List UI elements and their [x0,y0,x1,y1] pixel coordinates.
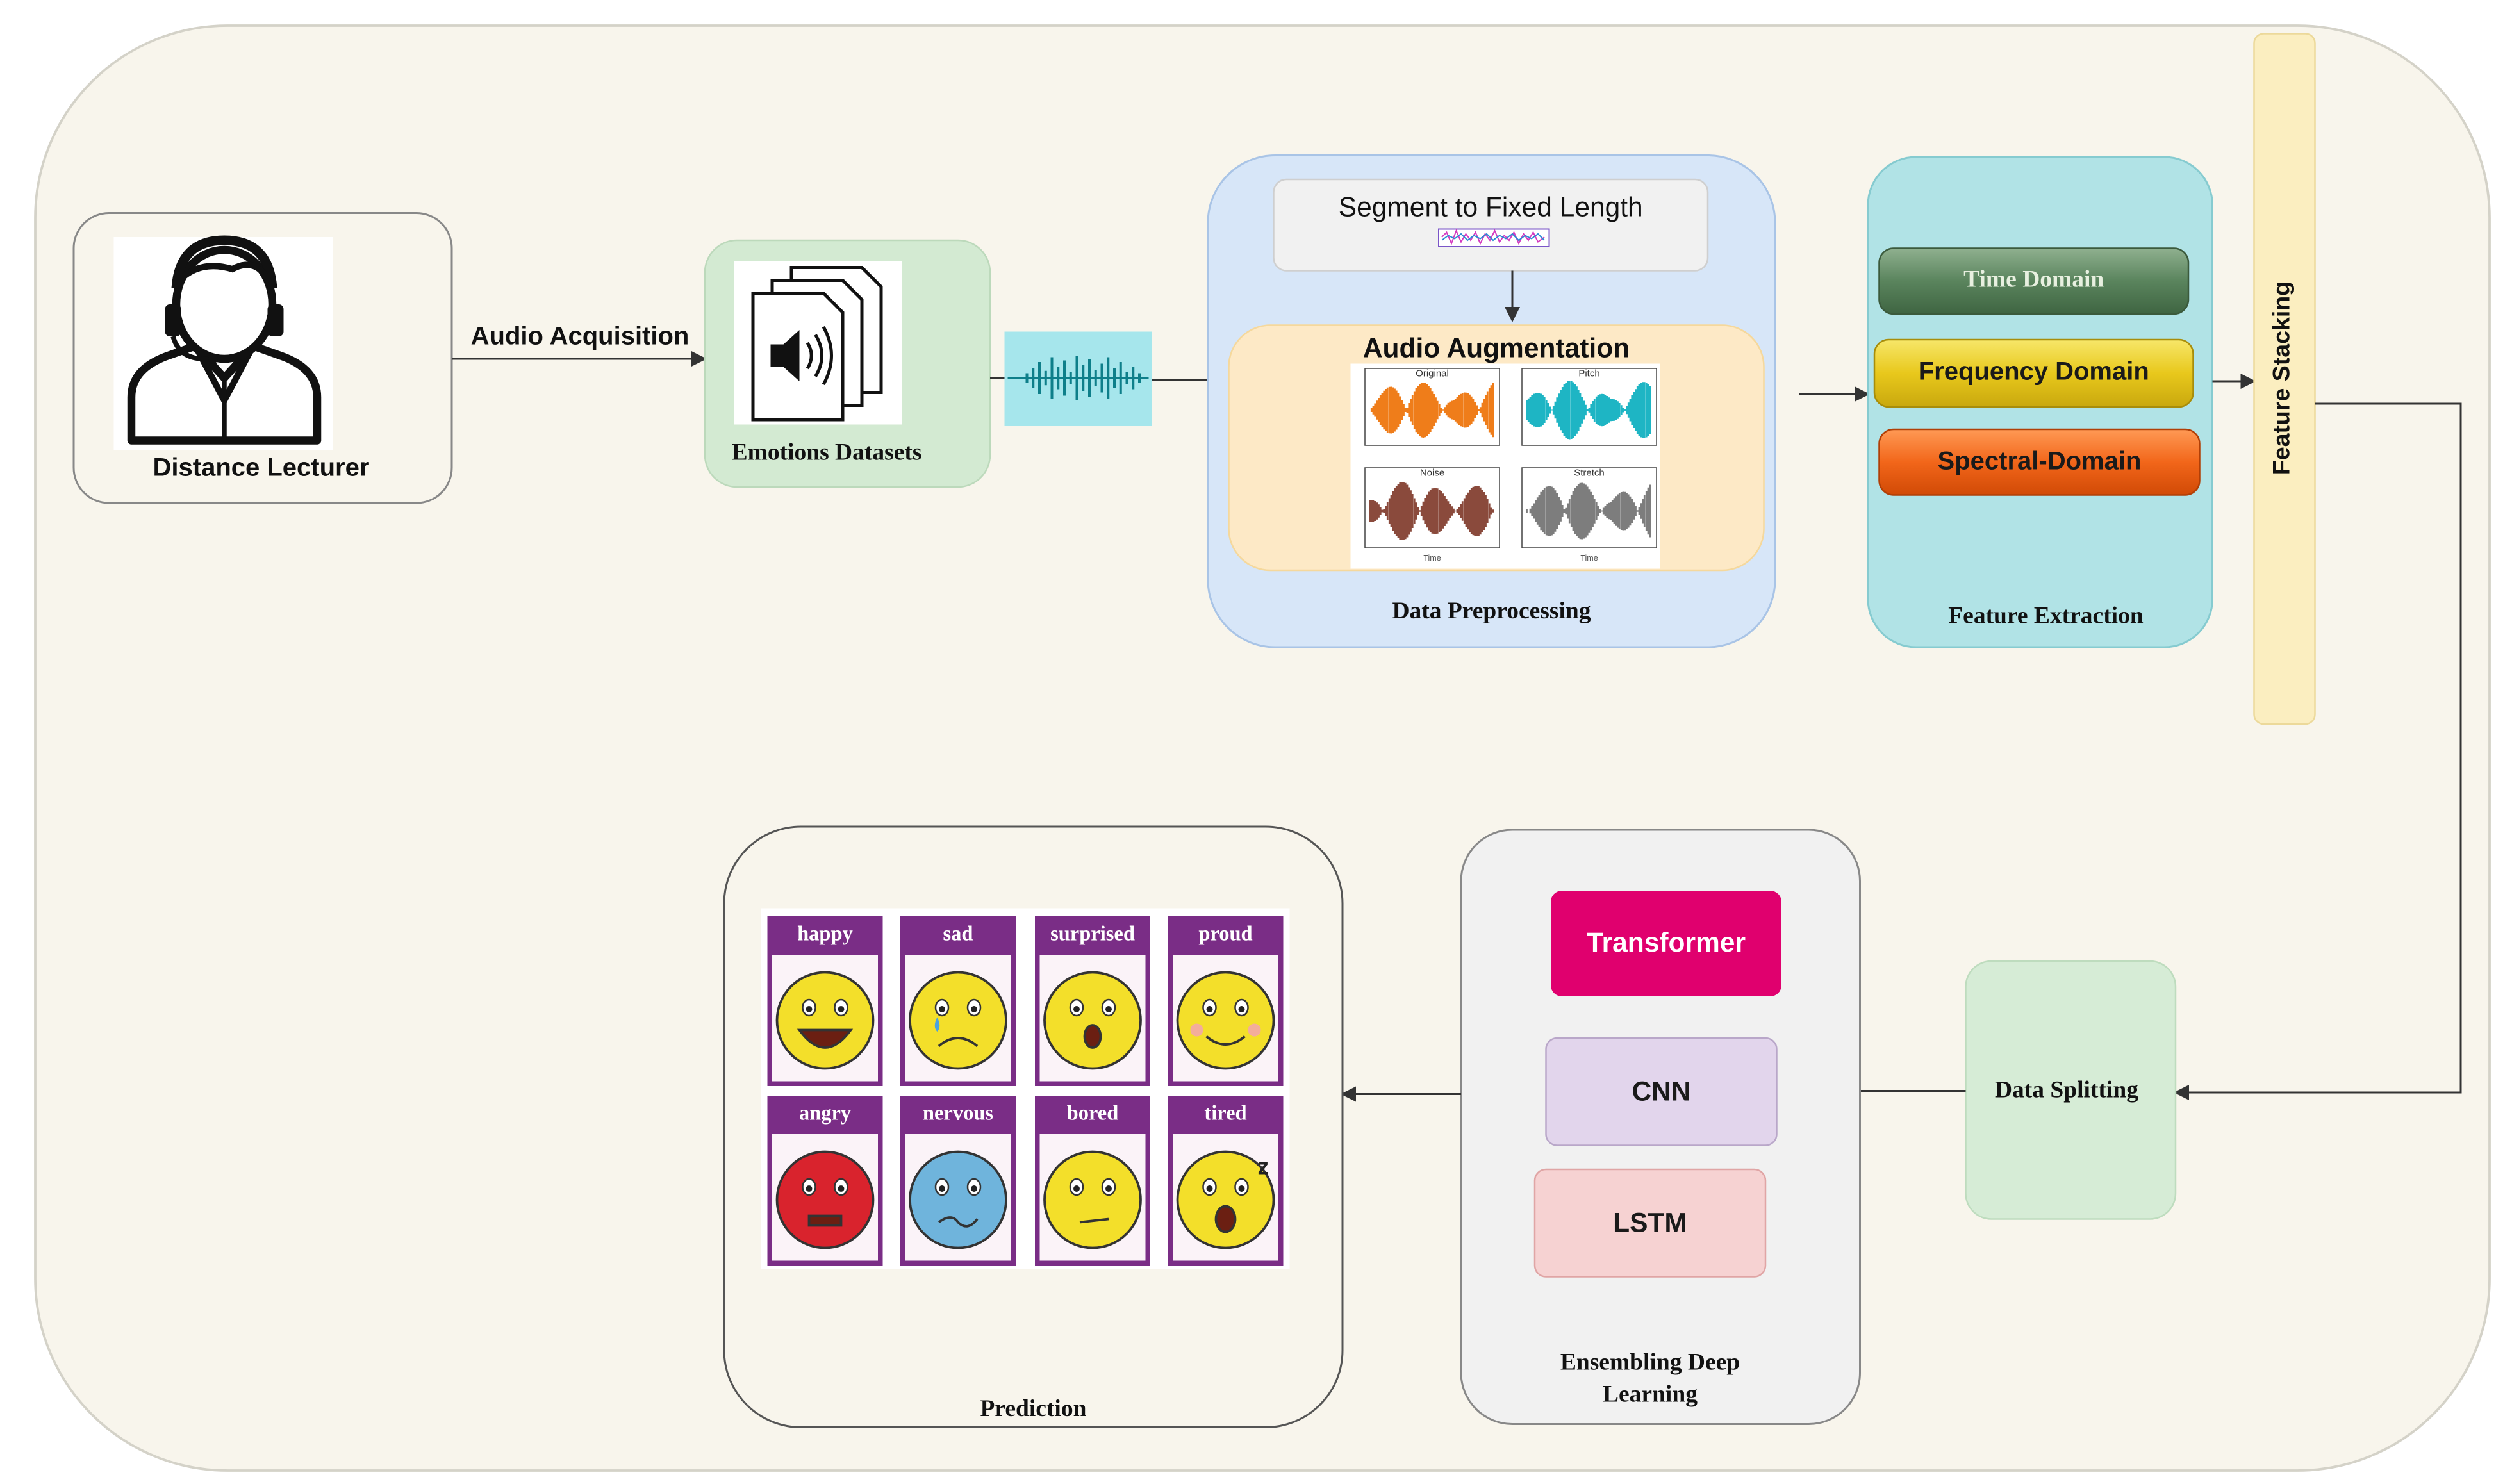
nervous-face-icon [909,1150,1007,1249]
tired-face-icon: z [1176,1150,1275,1249]
emotion-label-proud: proud [1198,921,1253,946]
emotion-card-happy [767,916,883,1086]
emotion-card-sad [900,916,1016,1086]
emotion-card-nervous [900,1096,1016,1266]
cnn-label: CNN [1632,1075,1691,1107]
bored-face-icon [1043,1150,1142,1249]
emotion-card-proud [1168,916,1284,1086]
audio-acquisition-label: Audio Acquisition [470,324,690,351]
dataset-label: Emotions Datasets [731,440,922,466]
surprised-face-icon [1043,971,1142,1070]
lstm-node [1533,1168,1767,1278]
segment-label: Segment to Fixed Length [1338,192,1643,223]
plot-title-noise: Noise [1420,468,1444,479]
prediction-title: Prediction [980,1397,1087,1422]
emotion-label-bored: bored [1066,1100,1119,1125]
happy-face-icon [775,971,875,1070]
ensemble-title-line2: Learning [1603,1382,1698,1408]
augmentation-title: Audio Augmentation [1362,333,1630,364]
emotion-label-nervous: nervous [922,1100,994,1125]
frequency-domain-label: Frequency Domain [1918,359,2149,386]
emotion-card-tired: z [1168,1096,1284,1266]
plot-title-stretch: Stretch [1574,468,1605,479]
feature-stacking-box [2253,33,2316,725]
audio-file-stack-icon [734,261,902,425]
frequency-domain-pill [1873,338,2194,408]
preprocessing-title: Data Preprocessing [1392,599,1591,625]
lecturer-label: Distance Lecturer [153,455,370,482]
transformer-label: Transformer [1586,927,1746,959]
time-domain-pill [1878,247,2190,315]
plot-axis-label: Time [1423,554,1441,563]
ensemble-title-line1: Ensembling Deep [1560,1350,1740,1376]
headset-person-icon [113,235,333,450]
plot-title-pitch: Pitch [1578,368,1599,379]
sound-wave-icon [1004,331,1152,426]
emotion-label-happy: happy [797,921,853,946]
edge-stacking-splitting [2174,402,2462,1100]
spectral-domain-label: Spectral-Domain [1937,447,2142,475]
time-domain-label: Time Domain [1963,267,2104,293]
plot-title-original: Original [1416,368,1449,379]
data-splitting-label: Data Splitting [1994,1078,2138,1104]
angry-face-icon [775,1150,875,1249]
emotion-label-tired: tired [1204,1100,1247,1125]
spectral-domain-pill [1878,428,2201,496]
emotion-label-surprised: surprised [1050,921,1135,946]
proud-face-icon [1176,971,1275,1070]
emotion-card-angry [767,1096,883,1266]
cnn-node [1545,1037,1778,1146]
transformer-node [1551,891,1781,996]
emotion-card-bored [1035,1096,1150,1266]
sleep-z-icon: z [1258,1155,1269,1180]
augmentation-plot-original: Original [1364,368,1500,446]
emotion-label-sad: sad [943,921,973,946]
plot-axis-label: Time [1580,554,1598,563]
feature-stacking-label: Feature Stacking [2268,281,2296,475]
emotion-label-angry: angry [798,1100,852,1125]
segment-box [1273,178,1709,272]
augmentation-plot-pitch: Pitch [1521,368,1657,446]
lstm-label: LSTM [1613,1207,1687,1238]
feature-extraction-title: Feature Extraction [1948,604,2144,630]
sad-face-icon [909,971,1007,1070]
emotion-card-surprised [1035,916,1150,1086]
segment-strip-icon [1438,228,1550,247]
